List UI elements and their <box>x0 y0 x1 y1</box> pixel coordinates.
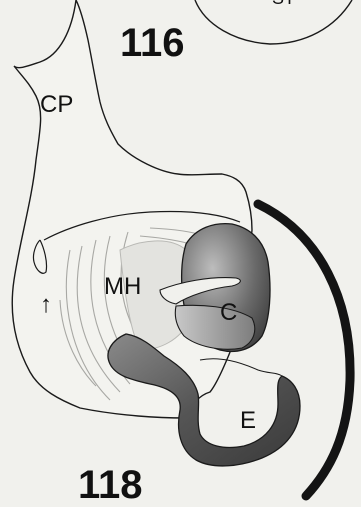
arrow-up-icon: ↑ <box>40 291 52 318</box>
partial-top-label: ST <box>272 0 295 8</box>
figure-number-116: 116 <box>120 21 185 65</box>
label-mh: MH <box>104 273 141 300</box>
label-c: C <box>220 299 237 326</box>
adjacent-figure-fragment: ST <box>195 0 352 44</box>
label-e: E <box>240 407 256 434</box>
figure-number-118: 118 <box>78 463 143 507</box>
label-cp: CP <box>40 91 73 118</box>
